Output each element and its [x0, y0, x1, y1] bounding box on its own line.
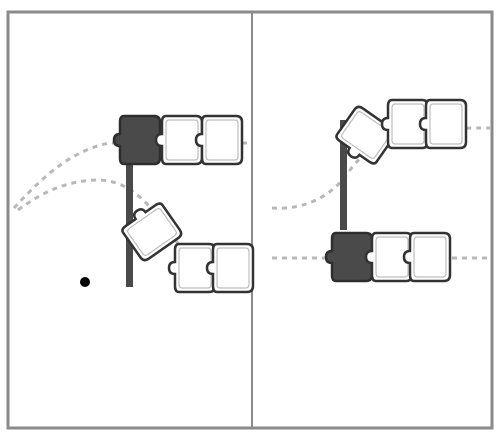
car-light: [194, 114, 244, 166]
car-light: [205, 242, 255, 294]
post-left: [126, 130, 133, 287]
point-marker: [80, 277, 90, 287]
post-right: [340, 120, 347, 230]
car-light: [418, 98, 468, 150]
car-dark-lead: [112, 114, 162, 166]
path-upper: [12, 141, 250, 210]
left-panel: [12, 114, 255, 294]
figure-frame: [6, 10, 494, 430]
right-panel: [271, 98, 491, 283]
car-light: [402, 231, 452, 283]
